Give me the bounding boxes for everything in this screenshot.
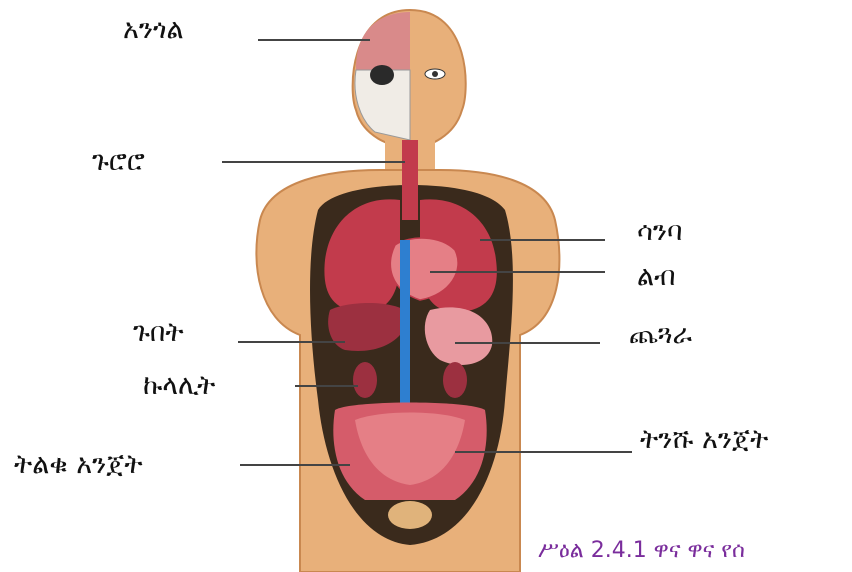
label-brain: አንጎል [123,16,184,43]
label-throat: ጉሮሮ [92,148,145,175]
aorta [400,240,410,420]
label-liver: ጉበት [133,319,184,346]
right-kidney [443,362,467,398]
bladder [388,501,432,529]
label-stomach: ጨጓራ [629,321,692,348]
label-large-intestine: ትልቁ አንጀት [14,451,143,478]
trachea [402,140,418,220]
label-lung: ሳንባ [637,218,683,245]
left-kidney [353,362,377,398]
label-small-intestine: ትንሹ አንጀት [640,426,768,453]
label-heart: ልብ [637,263,676,290]
label-kidney: ኩላሊት [143,372,215,399]
figure-caption: ሥዕል 2.4.1 ዋና ዋና የሰ [538,540,745,562]
